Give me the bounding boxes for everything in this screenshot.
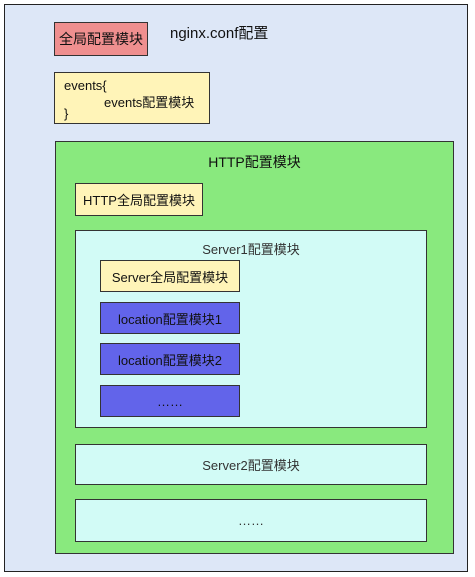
location-module-more: …… [100,385,240,417]
events-open-line: events{ [64,78,107,93]
http-global-label: HTTP全局配置模块 [83,193,195,208]
server-global-config-module: Server全局配置模块 [100,260,240,292]
global-config-module: 全局配置模块 [54,22,148,56]
http-global-config-module: HTTP全局配置模块 [75,183,203,216]
server2-label: Server2配置模块 [202,458,300,473]
server1-title: Server1配置模块 [202,242,300,257]
location-module-1: location配置模块1 [100,302,240,334]
events-close-line: } [64,106,69,121]
location-module-2: location配置模块2 [100,343,240,375]
server2-config-module: Server2配置模块 [75,444,427,485]
more-servers-module: …… [75,499,427,542]
events-module-line: events配置模块 [104,95,195,110]
more-servers-label: …… [238,513,264,528]
http-module-title: HTTP配置模块 [208,154,301,170]
server-global-label: Server全局配置模块 [111,269,229,285]
events-config-block: events{ events配置模块 } [54,72,210,124]
location-label-2: location配置模块2 [117,352,223,368]
diagram-title: nginx.conf配置 [170,25,269,42]
global-config-label: 全局配置模块 [59,31,143,47]
location-label-more: …… [157,393,183,409]
location-label-1: location配置模块1 [117,311,223,327]
